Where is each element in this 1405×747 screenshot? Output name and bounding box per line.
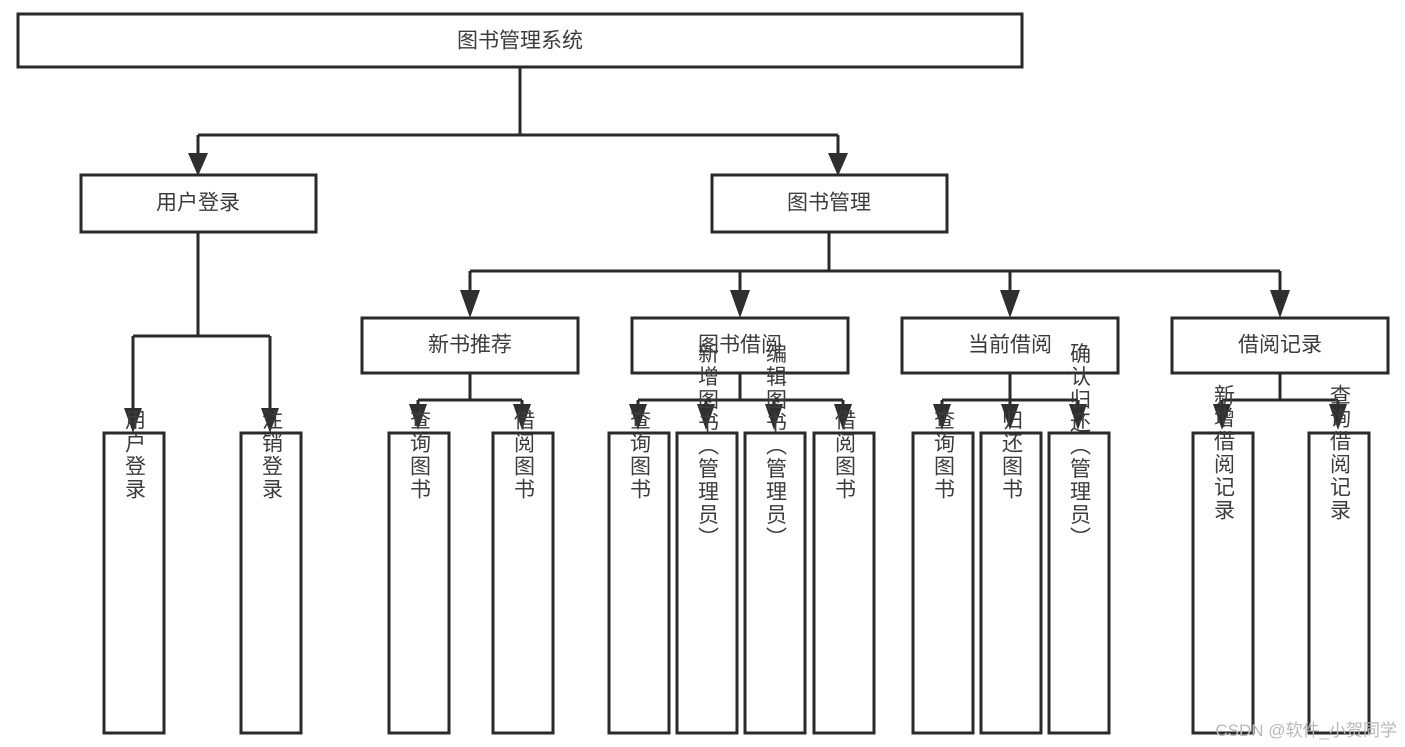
node-root-system-label: 图书管理系统 bbox=[457, 30, 583, 53]
leaf-borrow-edit-book[interactable]: 编辑图书（管理员） bbox=[743, 343, 807, 735]
leaf-current-query-box[interactable] bbox=[911, 431, 975, 735]
leaf-borrow-query[interactable]: 查询图书 bbox=[607, 409, 671, 735]
leaf-record-add[interactable]: 新增借阅记录 bbox=[1191, 384, 1255, 735]
node-borrow-record[interactable]: 借阅记录 bbox=[1170, 316, 1390, 375]
leaf-current-confirm-return-box[interactable] bbox=[1047, 431, 1111, 735]
leaf-new-book-borrow-box[interactable] bbox=[491, 431, 555, 735]
node-book-borrow-label: 图书借阅 bbox=[698, 334, 782, 357]
leaf-current-return[interactable]: 归还图书 bbox=[979, 409, 1043, 735]
arrow-icon-book-mgmt-to-new-book bbox=[460, 290, 480, 318]
node-current-borrow[interactable]: 当前借阅 bbox=[900, 316, 1120, 375]
leaf-user-login-logout-label: 注销登录 bbox=[260, 409, 284, 501]
leaf-user-login-login-box[interactable] bbox=[102, 431, 166, 735]
leaf-borrow-edit-book-label: 编辑图书（管理员） bbox=[764, 343, 788, 550]
leaf-record-query-box[interactable] bbox=[1307, 431, 1371, 735]
node-root-system-box[interactable] bbox=[16, 12, 1024, 69]
leaf-record-query-label: 查询借阅记录 bbox=[1328, 384, 1352, 522]
leaf-user-login-logout-box[interactable] bbox=[239, 431, 303, 735]
node-book-management[interactable]: 图书管理 bbox=[710, 173, 949, 234]
node-root-system[interactable]: 图书管理系统 bbox=[16, 12, 1024, 69]
leaf-borrow-edit-book-box[interactable] bbox=[743, 431, 807, 735]
arrow-icon-borrow-to-leaf-3 bbox=[765, 404, 783, 430]
node-new-book-recommend[interactable]: 新书推荐 bbox=[360, 316, 580, 375]
leaf-current-query[interactable]: 查询图书 bbox=[911, 409, 975, 735]
arrow-icon-book-mgmt-to-current bbox=[1000, 290, 1020, 318]
leaf-record-add-box[interactable] bbox=[1191, 431, 1255, 735]
node-current-borrow-label: 当前借阅 bbox=[968, 334, 1052, 357]
node-book-management-box[interactable] bbox=[710, 173, 949, 234]
leaf-borrow-add-book[interactable]: 新增图书（管理员） bbox=[675, 343, 739, 735]
node-book-borrow-box[interactable] bbox=[630, 316, 850, 375]
arrow-icon-book-mgmt-to-record bbox=[1270, 290, 1290, 318]
arrow-icon-current-to-leaf-1 bbox=[933, 404, 951, 430]
leaf-current-confirm-return[interactable]: 确认归还（管理员） bbox=[1047, 343, 1111, 735]
arrow-icon-user-login-to-leaf-2 bbox=[261, 408, 279, 433]
node-book-borrow[interactable]: 图书借阅 bbox=[630, 316, 850, 375]
arrow-icon-new-book-to-leaf-2 bbox=[513, 404, 531, 430]
node-new-book-recommend-box[interactable] bbox=[360, 316, 580, 375]
node-user-login[interactable]: 用户登录 bbox=[79, 173, 318, 234]
leaf-current-return-box[interactable] bbox=[979, 431, 1043, 735]
node-book-management-label: 图书管理 bbox=[787, 192, 871, 215]
node-user-login-label: 用户登录 bbox=[156, 192, 240, 215]
node-new-book-recommend-label: 新书推荐 bbox=[428, 334, 512, 357]
node-borrow-record-label: 借阅记录 bbox=[1238, 334, 1322, 357]
leaf-new-book-borrow[interactable]: 借阅图书 bbox=[491, 409, 555, 735]
leaf-borrow-borrow-book-box[interactable] bbox=[812, 431, 876, 735]
arrow-icon-record-to-leaf-2 bbox=[1329, 404, 1347, 430]
node-current-borrow-box[interactable] bbox=[900, 316, 1120, 375]
node-user-login-box[interactable] bbox=[79, 173, 318, 234]
leaf-new-book-borrow-label: 借阅图书 bbox=[512, 409, 536, 501]
arrow-icon-record-to-leaf-1 bbox=[1213, 404, 1231, 430]
arrow-icon-borrow-to-leaf-2 bbox=[697, 404, 715, 430]
leaf-borrow-add-book-label: 新增图书（管理员） bbox=[696, 343, 720, 550]
arrowheads-group bbox=[124, 153, 1347, 433]
leaf-borrow-query-label: 查询图书 bbox=[628, 409, 652, 501]
leaf-borrow-borrow-book-label: 借阅图书 bbox=[833, 409, 857, 501]
leaf-borrow-borrow-book[interactable]: 借阅图书 bbox=[812, 409, 876, 735]
leaf-current-query-label: 查询图书 bbox=[932, 409, 956, 501]
leaf-current-return-label: 归还图书 bbox=[1000, 409, 1024, 501]
leaf-user-login-login-label: 用户登录 bbox=[123, 409, 147, 501]
arrow-icon-root-to-user-login bbox=[188, 153, 208, 176]
csdn-watermark: CSDN @软件_小贺同学 bbox=[1215, 721, 1397, 740]
leaf-new-book-query[interactable]: 查询图书 bbox=[387, 409, 451, 735]
leaf-user-login-logout[interactable]: 注销登录 bbox=[239, 409, 303, 735]
leaf-new-book-query-box[interactable] bbox=[387, 431, 451, 735]
arrow-icon-borrow-to-leaf-4 bbox=[834, 404, 852, 430]
leaf-current-confirm-return-label: 确认归还（管理员） bbox=[1068, 343, 1092, 550]
leaf-record-query[interactable]: 查询借阅记录 bbox=[1307, 384, 1371, 735]
arrow-icon-current-to-leaf-2 bbox=[1001, 404, 1019, 430]
arrow-icon-user-login-to-leaf-1 bbox=[124, 408, 142, 433]
arrow-icon-book-mgmt-to-borrow bbox=[730, 290, 750, 318]
leaf-new-book-query-label: 查询图书 bbox=[408, 409, 432, 501]
leaf-user-login-login[interactable]: 用户登录 bbox=[102, 409, 166, 735]
leaf-record-add-label: 新增借阅记录 bbox=[1212, 384, 1236, 522]
node-borrow-record-box[interactable] bbox=[1170, 316, 1390, 375]
leaf-borrow-query-box[interactable] bbox=[607, 431, 671, 735]
arrow-icon-borrow-to-leaf-1 bbox=[629, 404, 647, 430]
arrow-icon-current-to-leaf-3 bbox=[1069, 404, 1087, 430]
leaf-borrow-add-book-box[interactable] bbox=[675, 431, 739, 735]
arrow-icon-new-book-to-leaf-1 bbox=[409, 404, 427, 430]
arrow-icon-root-to-book-mgmt bbox=[828, 153, 848, 176]
